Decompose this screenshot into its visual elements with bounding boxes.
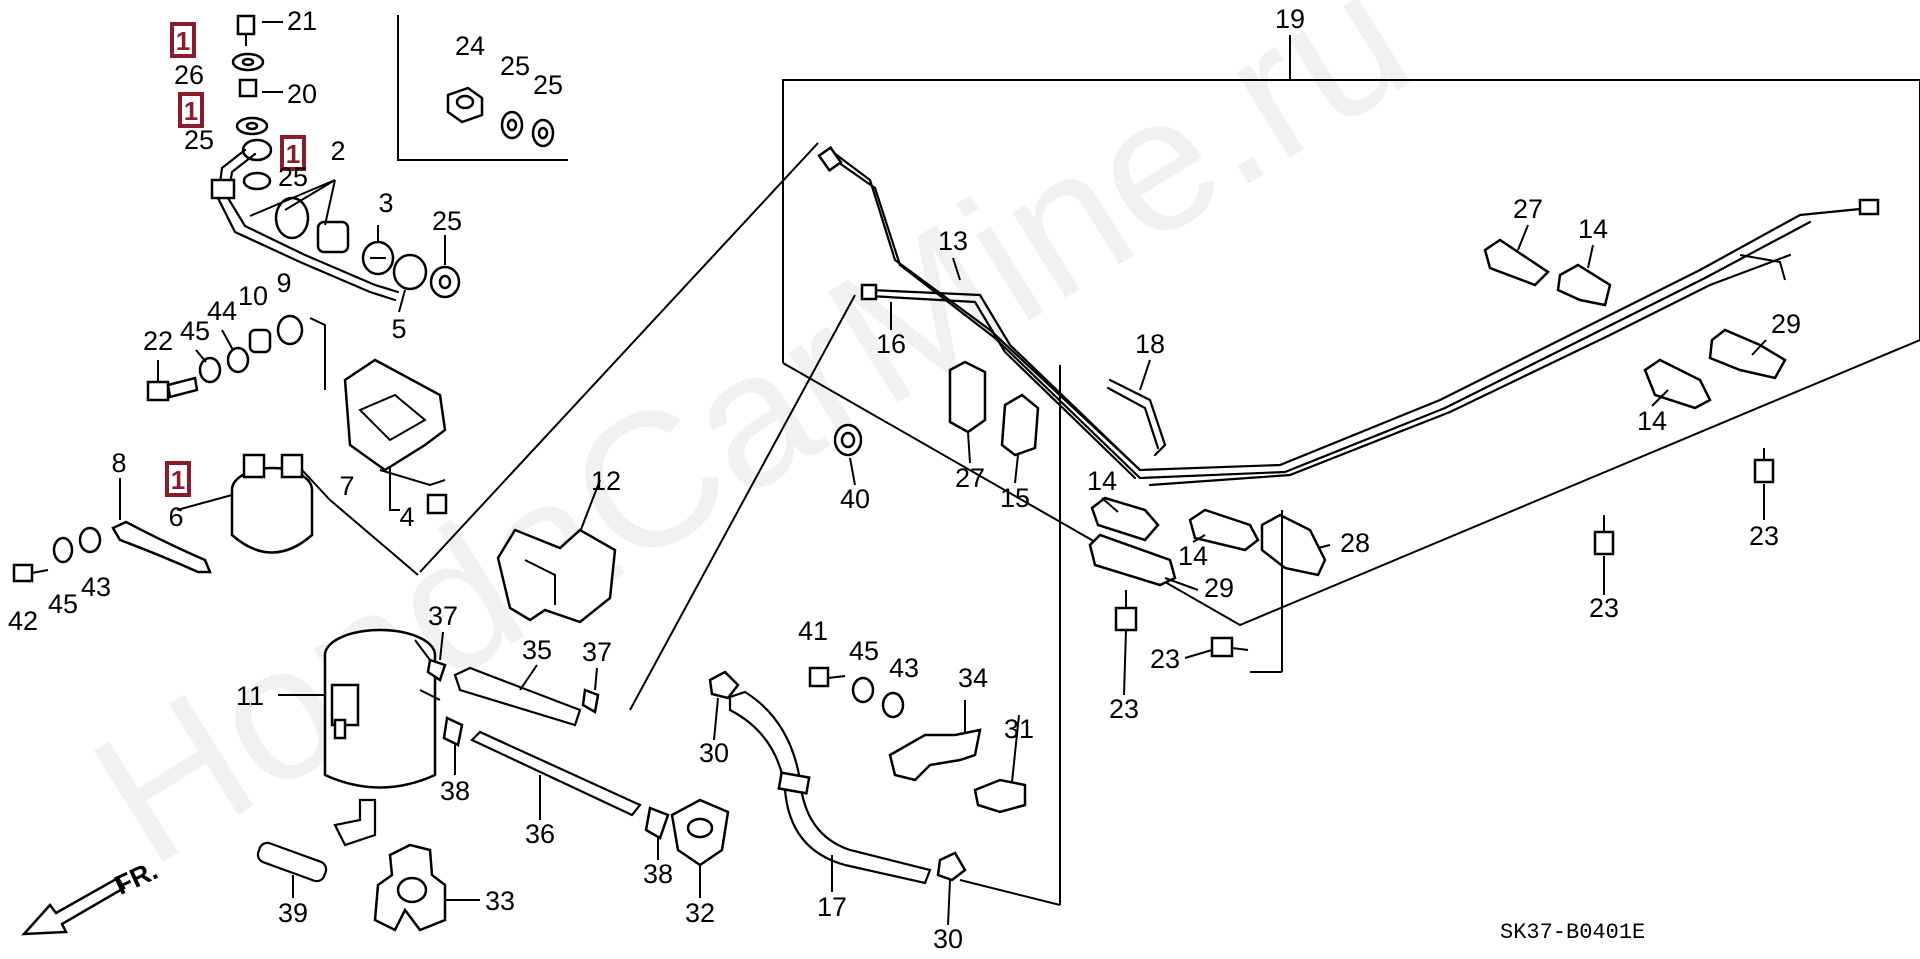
filter-clamp xyxy=(12,478,212,583)
clip-31 xyxy=(973,778,1027,814)
callout-14: 14 xyxy=(1178,541,1208,571)
callout-35: 35 xyxy=(522,635,552,665)
washer-25-a xyxy=(500,110,524,140)
callout-25: 25 xyxy=(184,125,214,155)
callout-leaders xyxy=(157,179,1767,926)
callout-3: 3 xyxy=(378,188,393,218)
svg-text:1: 1 xyxy=(286,139,300,169)
callout-30: 30 xyxy=(699,738,729,768)
callout-labels: 21 26 20 25 25 2 3 25 5 24 25 25 22 45 4… xyxy=(8,4,1801,954)
callout-9: 9 xyxy=(276,268,291,298)
badge-1-c: 1 xyxy=(280,135,306,171)
callout-43: 43 xyxy=(889,653,919,683)
callout-15: 15 xyxy=(1000,483,1030,513)
callout-25: 25 xyxy=(278,162,308,192)
fuel-filter-fittings xyxy=(210,14,461,302)
callout-42: 42 xyxy=(8,606,38,636)
callout-21: 21 xyxy=(287,6,317,36)
callout-10: 10 xyxy=(238,281,268,311)
fuel-hose-17 xyxy=(708,670,967,885)
small-parts-box xyxy=(397,15,568,161)
svg-text:1: 1 xyxy=(176,26,190,56)
callout-24: 24 xyxy=(455,31,485,61)
callout-38: 38 xyxy=(643,859,673,889)
callout-14: 14 xyxy=(1637,406,1667,436)
hose-holder-32 xyxy=(670,798,730,867)
callout-43: 43 xyxy=(81,572,111,602)
drawing-code: SK37-B0401E xyxy=(1500,920,1645,945)
callout-25: 25 xyxy=(500,51,530,81)
callout-38: 38 xyxy=(440,776,470,806)
watermark: HondaCarMine.ru xyxy=(59,0,1443,905)
callout-39: 39 xyxy=(278,898,308,928)
badge-1-a: 1 xyxy=(170,22,196,58)
front-direction-arrow xyxy=(21,876,126,936)
nut-24 xyxy=(446,86,484,124)
callout-6: 6 xyxy=(168,502,183,532)
callout-27: 27 xyxy=(955,463,985,493)
callout-5: 5 xyxy=(391,314,406,344)
bolt-washers-41 xyxy=(808,666,905,719)
callout-34: 34 xyxy=(958,663,988,693)
callout-20: 20 xyxy=(287,79,317,109)
bracket-34 xyxy=(888,700,982,782)
svg-text:1: 1 xyxy=(184,96,198,126)
callout-37: 37 xyxy=(428,601,458,631)
callout-23: 23 xyxy=(1589,593,1619,623)
callout-17: 17 xyxy=(817,892,847,922)
callout-28: 28 xyxy=(1340,528,1370,558)
callout-14: 14 xyxy=(1087,466,1117,496)
vent-hoses xyxy=(414,639,642,817)
callout-25: 25 xyxy=(533,70,563,100)
callout-14: 14 xyxy=(1578,214,1608,244)
bolt-and-washers-row xyxy=(146,314,326,402)
filter-bracket xyxy=(343,358,448,515)
callout-13: 13 xyxy=(938,226,968,256)
callout-4: 4 xyxy=(399,502,414,532)
fuel-lines xyxy=(419,142,1880,906)
callout-18: 18 xyxy=(1135,329,1165,359)
callout-8: 8 xyxy=(111,448,126,478)
callout-30: 30 xyxy=(933,924,963,954)
callout-23: 23 xyxy=(1109,694,1139,724)
charcoal-canister xyxy=(256,628,437,883)
callout-7: 7 xyxy=(339,471,354,501)
callout-23: 23 xyxy=(1150,644,1180,674)
badge-1-d: 1 xyxy=(165,461,191,497)
callout-45: 45 xyxy=(849,636,879,666)
callout-32: 32 xyxy=(685,898,715,928)
fuel-filter xyxy=(230,453,419,576)
grommet-40 xyxy=(833,423,863,457)
callout-37: 37 xyxy=(582,637,612,667)
callout-33: 33 xyxy=(485,886,515,916)
callout-40: 40 xyxy=(840,484,870,514)
callout-45: 45 xyxy=(180,316,210,346)
callout-19: 19 xyxy=(1275,4,1305,34)
canister-bracket xyxy=(496,479,617,624)
callout-25: 25 xyxy=(432,206,462,236)
washer-25-b xyxy=(531,118,555,148)
svg-text:1: 1 xyxy=(171,465,185,495)
callout-11: 11 xyxy=(236,681,264,711)
callout-45: 45 xyxy=(48,589,78,619)
hose-holder-33 xyxy=(373,843,447,932)
callout-29: 29 xyxy=(1204,573,1234,603)
callout-36: 36 xyxy=(525,819,555,849)
hose-clamps xyxy=(426,658,670,840)
callout-26: 26 xyxy=(174,60,204,90)
callout-29: 29 xyxy=(1771,309,1801,339)
callout-22: 22 xyxy=(143,326,173,356)
badge-1-b: 1 xyxy=(178,92,204,128)
callout-44: 44 xyxy=(207,296,237,326)
bolts-23 xyxy=(1114,448,1775,673)
callout-41: 41 xyxy=(798,616,828,646)
callout-27: 27 xyxy=(1513,194,1543,224)
line-clamps xyxy=(948,238,1787,587)
callout-16: 16 xyxy=(876,329,906,359)
callout-12: 12 xyxy=(591,466,621,496)
callout-23: 23 xyxy=(1749,521,1779,551)
callout-2: 2 xyxy=(330,136,345,166)
